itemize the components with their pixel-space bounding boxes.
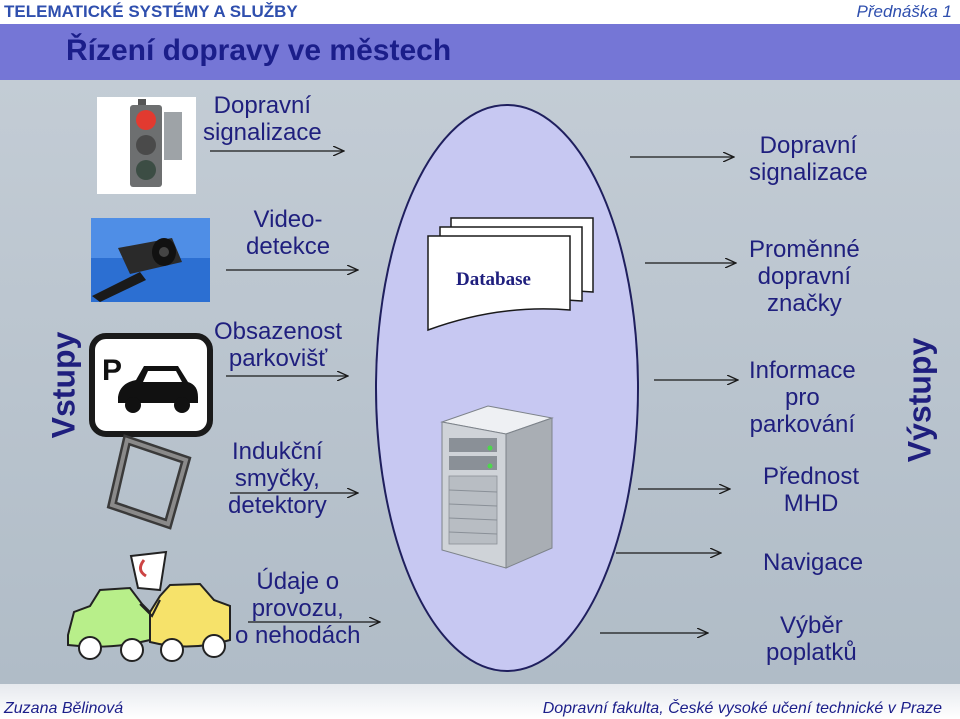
- parking-sign-letter: P: [102, 354, 122, 387]
- traffic-light-icon: [97, 97, 196, 194]
- outputs-axis-label: Výstupy: [901, 337, 938, 463]
- input-label-video-detection: Video- detekce: [246, 206, 331, 260]
- top-bar: TELEMATICKÉ SYSTÉMY A SLUŽBY Přednáška 1: [0, 0, 960, 24]
- database-ellipse: [375, 104, 639, 672]
- output-arrows: [600, 157, 738, 633]
- lecture-number: Přednáška 1: [856, 2, 952, 21]
- car-crash-icon: [67, 550, 231, 662]
- footer-bar: Zuzana Bělinová Dopravní fakulta, České …: [0, 684, 960, 719]
- course-name: TELEMATICKÉ SYSTÉMY A SLUŽBY: [4, 2, 298, 21]
- input-arrows: [210, 151, 380, 622]
- input-label-traffic-signals: Dopravní signalizace: [203, 92, 322, 146]
- parking-sign-icon: [89, 333, 213, 437]
- output-label-traffic-signals: Dopravní signalizace: [749, 132, 868, 186]
- footer-author: Zuzana Bělinová: [4, 700, 124, 717]
- document-stack-icon: [427, 217, 594, 332]
- output-label-navigation: Navigace: [763, 549, 864, 576]
- inputs-axis-label: Vstupy: [45, 331, 82, 439]
- database-label: Database: [456, 269, 531, 290]
- footer-faculty: Dopravní fakulta, České vysoké učení tec…: [542, 700, 942, 717]
- output-label-parking-info: Informace pro parkování: [749, 357, 856, 438]
- slide-title: Řízení dopravy ve městech: [66, 34, 452, 67]
- input-label-induction-loops: Indukční smyčky, detektory: [228, 438, 327, 519]
- title-bar: Řízení dopravy ve městech: [0, 24, 960, 80]
- input-label-traffic-data: Údaje o provozu, o nehodách: [235, 568, 361, 649]
- input-label-parking-occupancy: Obsazenost parkovišť: [214, 318, 343, 372]
- output-label-public-transport-priority: Přednost MHD: [763, 463, 860, 517]
- server-icon: [440, 405, 554, 569]
- output-label-variable-signs: Proměnné dopravní značky: [749, 236, 860, 317]
- induction-loop-icon: [106, 434, 192, 530]
- output-label-toll-collection: Výběr poplatků: [766, 612, 857, 666]
- camera-icon: [91, 218, 210, 302]
